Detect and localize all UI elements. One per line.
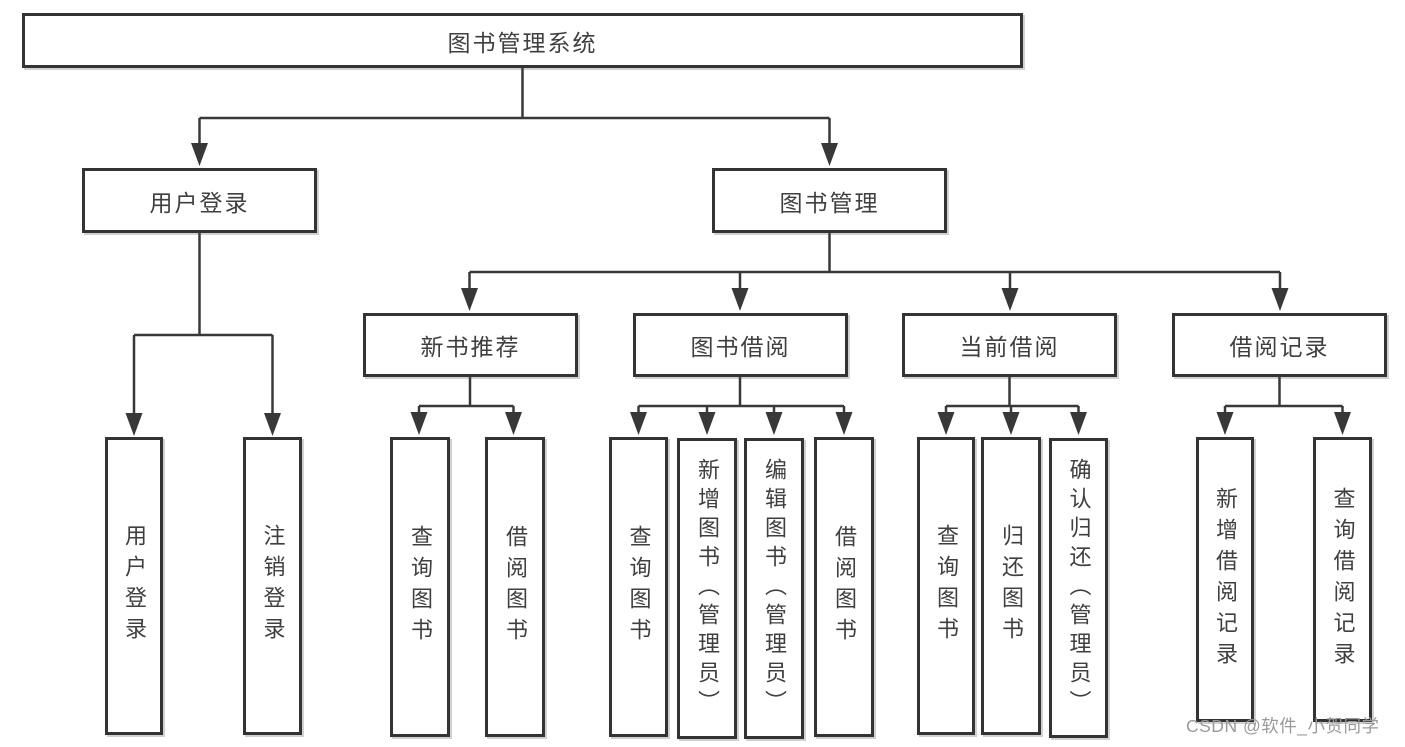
node-user-login: 用户登录	[82, 168, 317, 233]
node-borrowing-records: 借阅记录	[1172, 313, 1387, 377]
node-bb-borrow-book: 借阅图书	[814, 437, 874, 737]
node-book-management: 图书管理	[712, 168, 947, 233]
node-br-query-record: 查询借阅记录	[1313, 437, 1372, 722]
node-bb-query-book: 查询图书	[609, 437, 668, 737]
node-current-borrowing: 当前借阅	[902, 313, 1117, 377]
node-br-add-record: 新增借阅记录	[1196, 437, 1254, 722]
node-user-login-leaf: 用户登录	[105, 437, 163, 735]
node-bb-add-book-admin: 新增图书（管理员）	[677, 438, 737, 739]
node-cb-query-book: 查询图书	[917, 437, 975, 735]
node-cb-return-book: 归还图书	[981, 437, 1041, 735]
node-nbr-query-book: 查询图书	[390, 437, 450, 737]
node-nbr-borrow-book: 借阅图书	[485, 437, 545, 737]
node-new-book-recommend: 新书推荐	[363, 313, 578, 377]
node-cb-confirm-return-admin: 确认归还（管理员）	[1049, 438, 1108, 738]
node-root: 图书管理系统	[22, 13, 1023, 68]
watermark-text: CSDN @软件_小贺同学	[1186, 716, 1380, 736]
node-bb-edit-book-admin: 编辑图书（管理员）	[744, 438, 804, 739]
node-book-borrowing: 图书借阅	[633, 313, 848, 377]
node-logout-leaf: 注销登录	[243, 437, 302, 735]
